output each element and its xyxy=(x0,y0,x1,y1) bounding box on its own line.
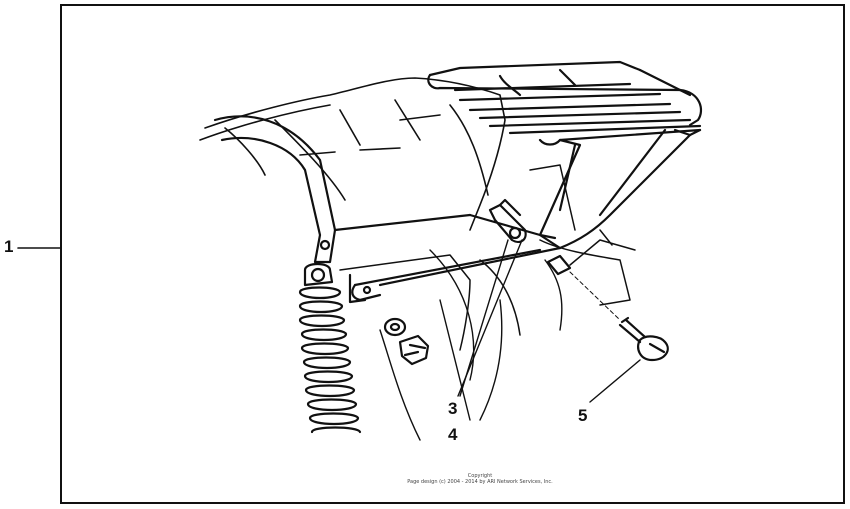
alignment-line xyxy=(569,271,621,321)
fender xyxy=(339,164,636,351)
acorn-nut xyxy=(398,334,430,366)
callout-5-leader xyxy=(589,359,641,403)
callout-4-leader xyxy=(457,239,523,397)
flange-bolt xyxy=(618,316,669,362)
luggage-rack xyxy=(348,60,703,304)
callout-1: 1 xyxy=(4,237,14,256)
copyright-line-2: Page design (c) 2004 - 2014 by ARI Netwo… xyxy=(407,479,553,485)
washer xyxy=(383,317,407,337)
grab-bar xyxy=(213,115,472,264)
copyright-line-1: Copyright xyxy=(467,473,493,479)
rear-wheel xyxy=(379,249,563,441)
callout-4: 4 xyxy=(448,425,458,444)
rear-shock-absorber xyxy=(298,262,362,434)
mount-pin xyxy=(546,254,572,276)
callout-3: 3 xyxy=(448,399,458,418)
rack-bracket xyxy=(488,198,527,244)
callout-5: 5 xyxy=(578,406,588,425)
diagram-frame xyxy=(60,4,845,504)
